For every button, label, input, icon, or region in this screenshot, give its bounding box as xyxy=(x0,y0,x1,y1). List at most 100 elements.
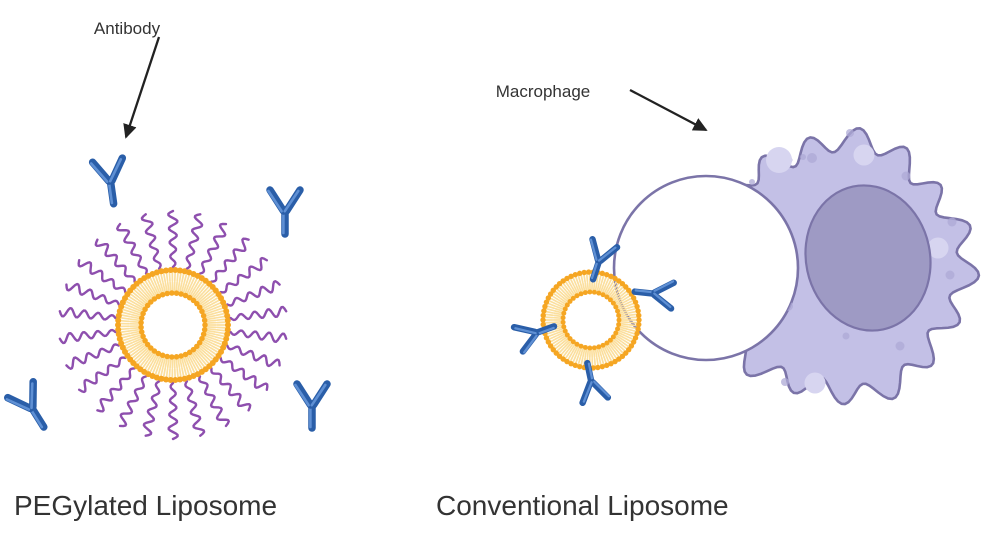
lipid-tail xyxy=(148,276,155,287)
lipid-head-outer xyxy=(599,363,606,370)
lipid-head-outer xyxy=(612,275,618,282)
lipid-tail xyxy=(594,282,598,292)
lipid-tail xyxy=(586,281,590,292)
lipid-head-outer xyxy=(616,356,622,362)
lipid-tail-group xyxy=(118,270,228,380)
lipid-tail xyxy=(615,299,624,306)
lipid-tail xyxy=(562,339,570,347)
peg-chain xyxy=(116,222,148,275)
lipid-tail xyxy=(195,348,204,358)
lipid-tail xyxy=(555,329,565,335)
lipid-tail xyxy=(157,356,163,367)
lipid-tail xyxy=(582,282,586,292)
lipid-tail xyxy=(212,342,223,349)
lipid-tail xyxy=(146,362,153,373)
lipid-tail xyxy=(149,352,156,363)
peg-chain xyxy=(229,305,288,322)
lipid-tail xyxy=(141,280,149,290)
lipid-tail xyxy=(197,346,207,354)
lipid-tail xyxy=(147,351,155,361)
lipid-tail xyxy=(124,300,135,307)
lipid-tail xyxy=(140,295,149,304)
lipid-tail xyxy=(593,357,597,368)
lipid-tail xyxy=(205,314,216,319)
lipid-head-inner xyxy=(562,328,568,334)
lipid-tail xyxy=(564,280,571,289)
lipid-tail xyxy=(601,284,607,294)
lipid-tail xyxy=(603,285,609,295)
lipid-tail xyxy=(143,292,152,301)
lipid-tail xyxy=(142,293,151,302)
lipid-tail xyxy=(562,282,569,291)
lipid-tail xyxy=(136,357,145,366)
lipid-tail xyxy=(215,331,227,335)
lipid-tail xyxy=(162,357,167,368)
peg-chain xyxy=(229,329,288,344)
lipid-tail xyxy=(569,353,575,363)
antibody-icon xyxy=(510,323,558,355)
lipid-head-outer xyxy=(172,376,179,383)
lipid-head-outer xyxy=(167,267,174,274)
lipid-tail xyxy=(620,290,628,297)
lipid-tail xyxy=(558,334,567,341)
antibody-arm-left xyxy=(519,331,540,355)
lipid-head-outer xyxy=(115,331,122,338)
lipid-tail xyxy=(213,340,224,346)
lipid-tail xyxy=(164,281,168,293)
lipid-tail xyxy=(215,318,227,322)
lipid-tail xyxy=(550,294,560,301)
lipid-tail xyxy=(151,364,157,375)
lipid-tail xyxy=(592,281,596,292)
lipid-tail xyxy=(203,354,213,363)
lipid-head-outer xyxy=(612,358,618,365)
lipid-tail xyxy=(204,335,215,340)
lipid-tail xyxy=(613,295,621,303)
antibody-arm-right-highlight xyxy=(597,246,617,262)
lipid-head-inner xyxy=(201,326,208,333)
lipid-tail xyxy=(209,347,220,354)
lipid-tail xyxy=(129,318,141,322)
lipid-tail xyxy=(138,297,148,305)
lipid-tail xyxy=(594,348,598,358)
lipid-head-inner xyxy=(578,343,584,349)
lipid-tail xyxy=(628,326,638,330)
lipid-tail xyxy=(211,299,221,306)
lipid-tail xyxy=(207,291,217,299)
lipid-tail xyxy=(564,340,572,348)
lipid-tail xyxy=(213,307,225,312)
lipid-head-outer xyxy=(176,376,183,383)
lipid-tail xyxy=(186,285,192,296)
lipid-tail xyxy=(200,357,208,367)
lipid-tail xyxy=(142,348,151,357)
lipid-tail xyxy=(626,302,636,307)
lipid-tail xyxy=(201,341,211,349)
lipid-tail xyxy=(202,285,211,294)
lipid-tail xyxy=(129,292,139,300)
lipid-tail xyxy=(205,329,217,333)
lipid-head-inner xyxy=(560,315,566,321)
lipid-head-inner xyxy=(155,293,162,300)
lipid-tail xyxy=(611,280,618,289)
lipid-tail xyxy=(134,355,143,364)
macrophage-phagocytic-cup xyxy=(612,174,800,362)
lipid-tail xyxy=(627,307,637,312)
lipid-tail xyxy=(129,326,141,330)
lipid-tail xyxy=(556,331,565,337)
lipid-head-outer xyxy=(564,275,570,282)
lipid-head-outer xyxy=(115,326,122,333)
peg-chain xyxy=(167,381,179,441)
lipid-head-inner xyxy=(596,290,602,296)
lipid-tail xyxy=(626,330,637,335)
lipid-head-inner xyxy=(564,302,570,308)
lipid-tail xyxy=(559,336,568,343)
lipid-head-outer xyxy=(636,317,642,323)
lipid-tail xyxy=(159,272,164,283)
lipid-tail xyxy=(554,328,564,333)
lipid-tail xyxy=(554,290,562,297)
peg-chain xyxy=(210,367,252,412)
lipid-tail xyxy=(554,307,564,312)
peg-chain xyxy=(65,282,120,306)
macrophage-vesicle xyxy=(927,237,949,259)
lipid-tail xyxy=(618,307,628,312)
lipid-head-inner xyxy=(182,351,189,358)
